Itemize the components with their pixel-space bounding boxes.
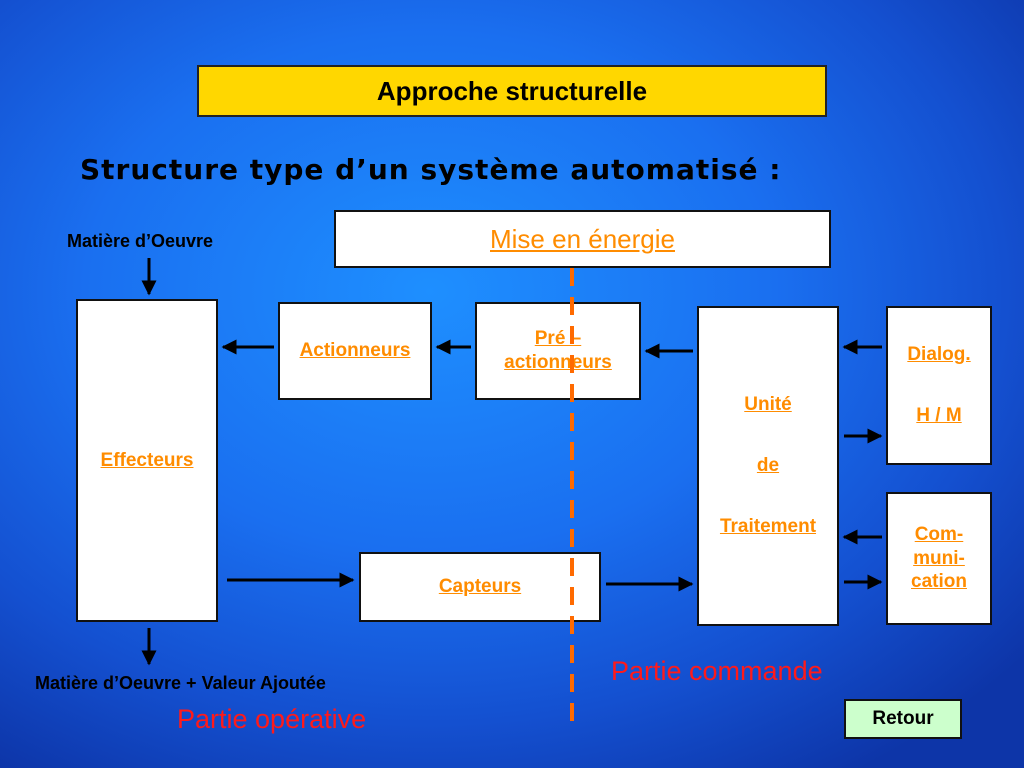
pre-actionneurs-box: Pré – actionneurs [475, 302, 641, 400]
capteurs-link[interactable]: Capteurs [438, 576, 522, 598]
effecteurs-box: Effecteurs [76, 299, 218, 622]
pre-actionneurs-line2: actionneurs [504, 352, 612, 373]
page-title: Approche structurelle [376, 75, 648, 106]
actionneurs-link[interactable]: Actionneurs [299, 340, 411, 362]
dialog-link[interactable]: Dialog. H / M [907, 340, 970, 431]
actionneurs-box: Actionneurs [278, 302, 432, 400]
communication-box: Com- muni- cation [886, 492, 992, 625]
pre-actionneurs-line1: Pré – [534, 328, 582, 350]
unite-traitement-box: Unité de Traitement [697, 306, 839, 626]
dialog-line2: H / M [916, 404, 962, 426]
energy-link[interactable]: Mise en énergie [490, 223, 675, 254]
partie-commande-label: Partie commande [611, 656, 823, 686]
partie-operative-label: Partie opérative [177, 704, 367, 734]
communication-line3: cation [911, 571, 967, 593]
unite-traitement-link[interactable]: Unité de Traitement [720, 390, 816, 542]
pre-actionneurs-link[interactable]: Pré – actionneurs [504, 327, 612, 375]
communication-line1: Com- [914, 523, 964, 545]
subtitle: Structure type d’un système automatisé : [80, 153, 782, 186]
title-banner: Approche structurelle [197, 65, 827, 117]
input-label: Matière d’Oeuvre [67, 231, 214, 251]
output-label: Matière d’Oeuvre + Valeur Ajoutée [35, 673, 326, 693]
communication-link[interactable]: Com- muni- cation [911, 523, 967, 594]
unite-line2: de [756, 454, 780, 476]
energy-box: Mise en énergie [334, 210, 831, 268]
capteurs-box: Capteurs [359, 552, 601, 622]
dialog-line1: Dialog. [907, 343, 971, 365]
retour-button[interactable]: Retour [844, 699, 962, 739]
communication-line2: muni- [913, 547, 965, 569]
unite-line1: Unité [744, 394, 792, 416]
dialog-box: Dialog. H / M [886, 306, 992, 465]
effecteurs-link[interactable]: Effecteurs [100, 449, 194, 471]
unite-line3: Traitement [719, 515, 817, 537]
